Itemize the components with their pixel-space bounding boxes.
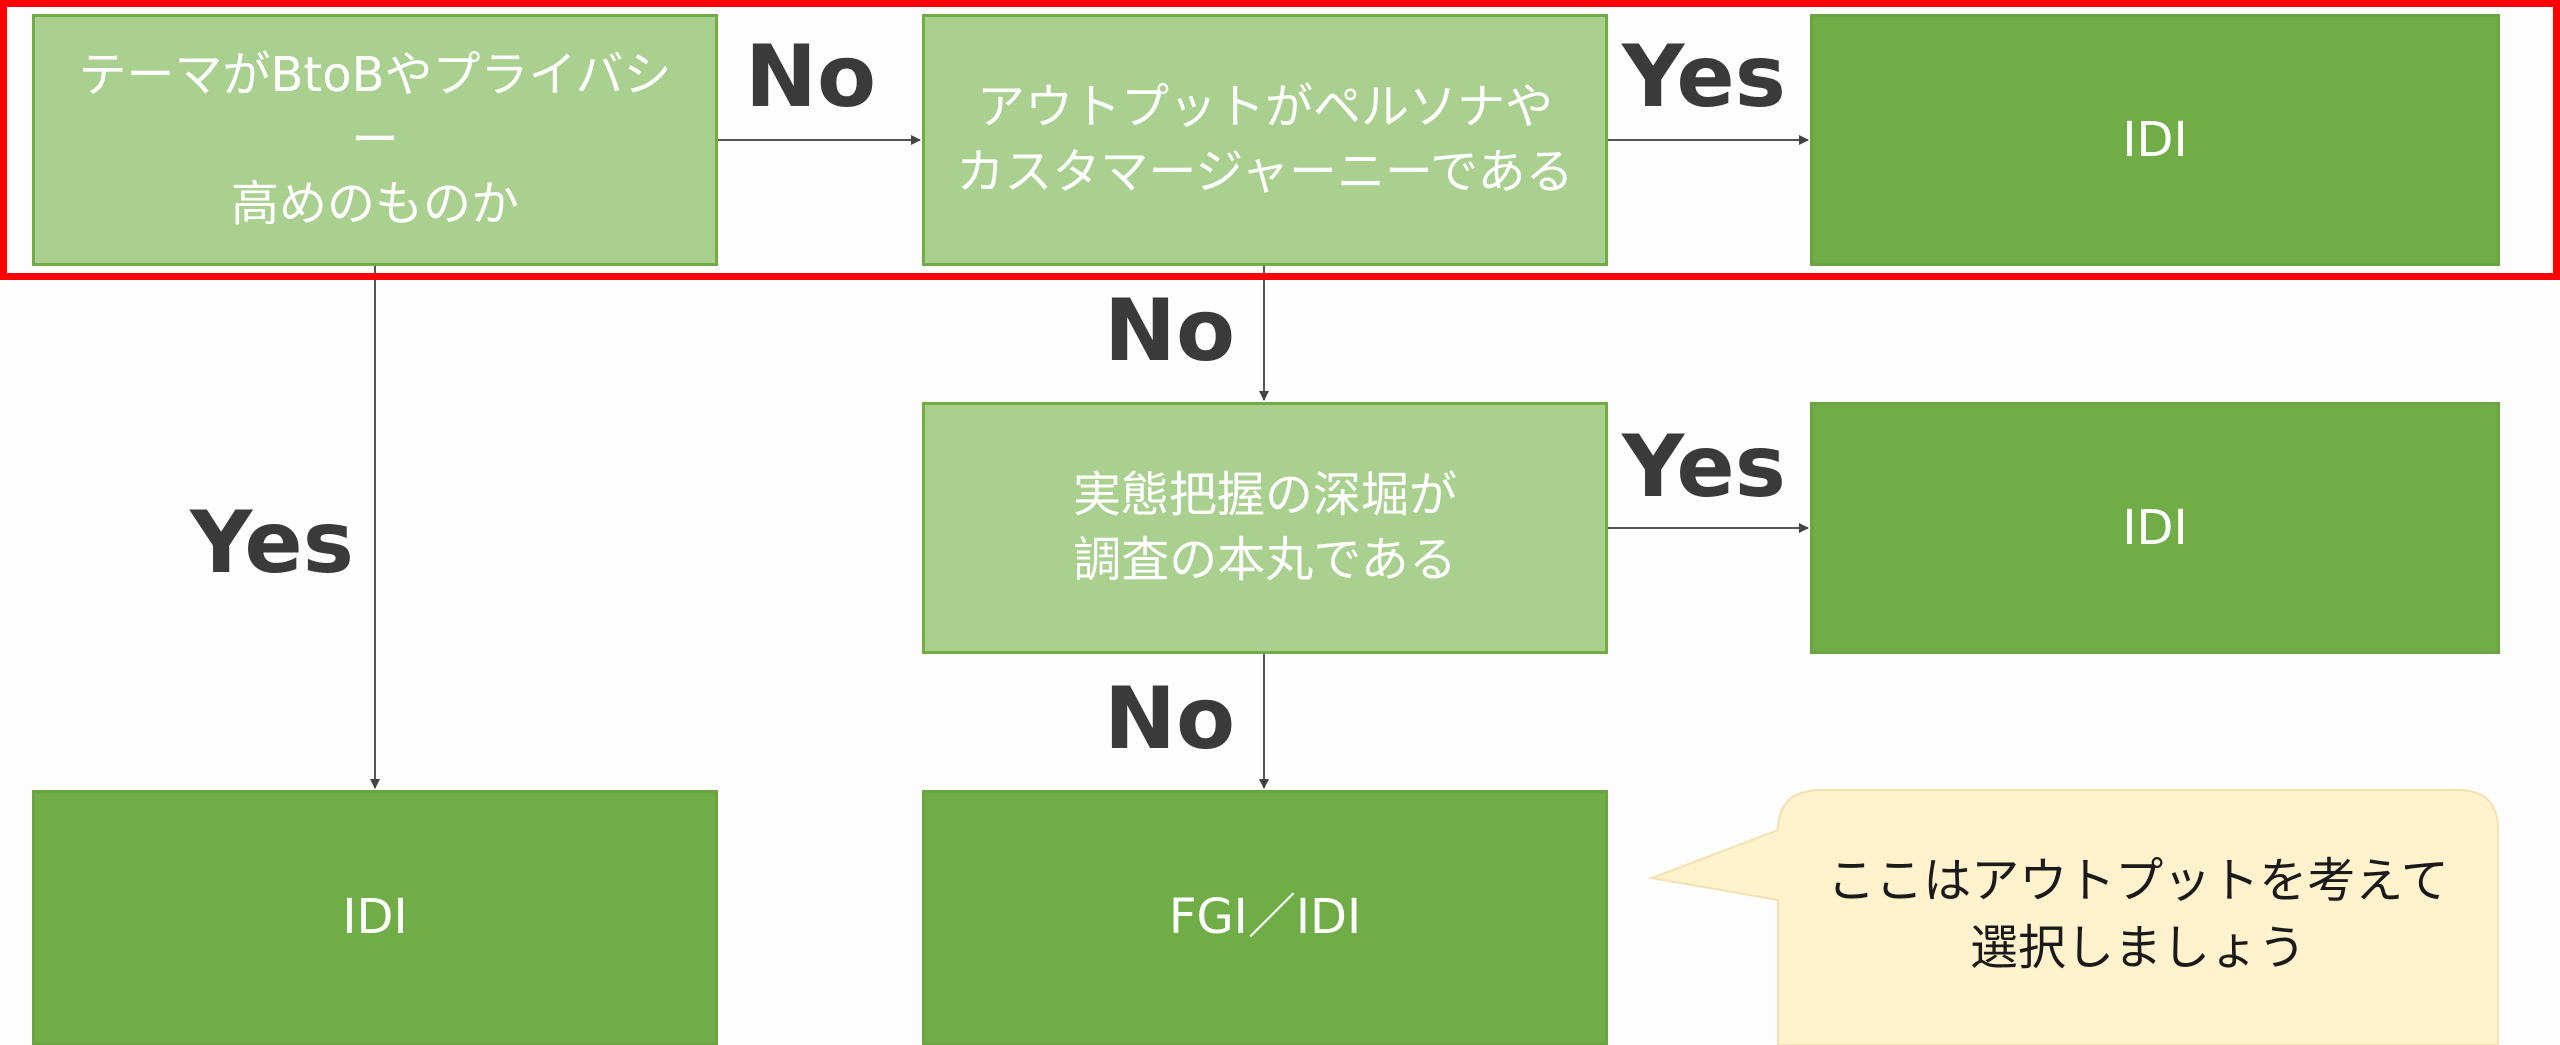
edge-label-no-3: No — [1104, 669, 1236, 769]
edge-label-yes-2: Yes — [1622, 417, 1786, 517]
question-depth-text: 実態把握の深堀が 調査の本丸である — [1072, 467, 1457, 588]
question-output-persona-text: アウトプットがペルソナや カスタマージャーニーである — [956, 79, 1574, 200]
callout-text: ここはアウトプットを考えて 選択しましょう — [1827, 852, 2449, 976]
answer-fgi-idi-text: FGI／IDI — [1168, 889, 1362, 946]
question-btob-privacy-text: テーマがBtoBやプライバシー 高めのものか — [78, 46, 672, 233]
edge-label-no-1: No — [745, 27, 877, 127]
edge-label-no-2: No — [1104, 281, 1236, 381]
answer-idi-top-right: IDI — [1810, 14, 2500, 266]
question-btob-privacy: テーマがBtoBやプライバシー 高めのものか — [32, 14, 718, 266]
question-depth: 実態把握の深堀が 調査の本丸である — [922, 402, 1608, 654]
answer-idi-mid-right: IDI — [1810, 402, 2500, 654]
question-output-persona: アウトプットがペルソナや カスタマージャーニーである — [922, 14, 1608, 266]
answer-idi-bottom-left-text: IDI — [342, 889, 408, 946]
answer-idi-bottom-left: IDI — [32, 790, 718, 1045]
edge-label-yes-1: Yes — [1622, 27, 1786, 127]
answer-idi-top-right-text: IDI — [2122, 111, 2188, 168]
callout-bubble — [1648, 789, 2499, 1045]
highlight-frame — [0, 0, 2560, 280]
edge-label-yes-left: Yes — [190, 493, 354, 593]
answer-fgi-idi: FGI／IDI — [922, 790, 1608, 1045]
answer-idi-mid-right-text: IDI — [2122, 499, 2188, 556]
